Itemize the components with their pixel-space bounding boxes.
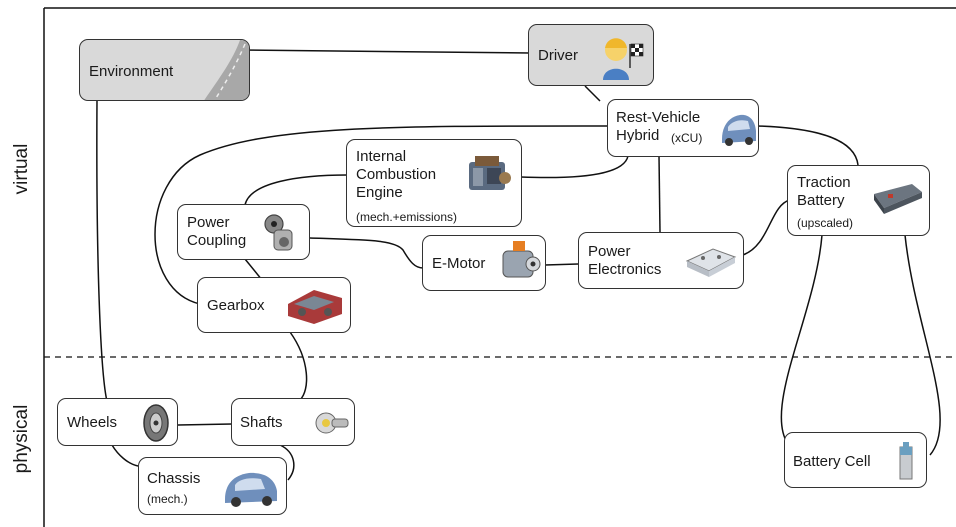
node-title: E-Motor [432, 255, 486, 272]
node-title: Rest-Vehicle Hybrid [616, 109, 701, 144]
e-motor-icon [502, 241, 541, 278]
edge-environment-driver [239, 49, 531, 54]
inverter-icon [685, 248, 737, 277]
edge-driver-restvehicle [584, 85, 601, 102]
node-title: Gearbox [207, 297, 265, 314]
node-power-electronics[interactable]: Power Electronics [578, 232, 744, 289]
node-title: Wheels [67, 414, 118, 431]
edge-emotor-powerelectronics [544, 263, 579, 266]
node-title: Traction Battery [797, 174, 851, 209]
node-chassis[interactable]: Chassis (mech.) [138, 457, 287, 515]
node-title: Driver [538, 47, 578, 64]
node-title: Environment [89, 63, 174, 80]
node-gearbox[interactable]: Gearbox [197, 277, 351, 333]
edge-gearbox-shafts [289, 331, 308, 401]
node-driver[interactable]: Driver [528, 24, 654, 86]
driver-flag-icon [603, 38, 644, 80]
node-subtitle: (mech.+emissions) [356, 210, 458, 224]
physical-label: physical [11, 404, 32, 474]
node-battery-cell[interactable]: Battery Cell [784, 432, 927, 488]
wheel-icon [143, 404, 169, 442]
node-title: Power Electronics [588, 243, 662, 278]
edge-ice-restvehicle [520, 155, 629, 179]
node-shafts[interactable]: Shafts [231, 398, 355, 446]
edge-battery-cell-right [904, 234, 941, 456]
node-title: Chassis [147, 470, 201, 487]
edge-restvehicle-battery [757, 125, 859, 166]
gearbox-icon [288, 290, 342, 324]
coupling-icon [264, 214, 293, 251]
engine-icon [469, 156, 511, 190]
edge-wheels-chassis [111, 444, 139, 467]
battery-cell-icon [899, 442, 913, 480]
node-wheels[interactable]: Wheels [57, 398, 178, 446]
virtual-label: virtual [11, 143, 32, 195]
edge-battery-cell-left [780, 234, 823, 453]
node-power-coupling[interactable]: Power Coupling [177, 204, 310, 260]
node-e-motor[interactable]: E-Motor [422, 235, 546, 291]
battery-pack-icon [874, 184, 922, 214]
connections [96, 49, 941, 481]
edge-shafts-chassis [279, 444, 295, 481]
car-chassis-icon [225, 472, 277, 507]
node-subtitle: (mech.) [147, 492, 188, 506]
car-icon [722, 114, 756, 146]
shaft-icon [315, 412, 349, 434]
node-subtitle: (upscaled) [797, 216, 854, 230]
node-title: Shafts [240, 414, 283, 431]
edge-environment-wheels [96, 99, 109, 406]
node-subtitle: (xCU) [671, 131, 703, 145]
node-environment[interactable]: Environment [79, 39, 250, 101]
edge-wheels-shafts [177, 423, 233, 426]
edge-powerelectronics-battery [742, 199, 791, 256]
node-title: Internal Combustion Engine [356, 148, 437, 201]
node-title: Battery Cell [793, 453, 871, 470]
edge-restvehicle-powerelectronics [658, 155, 661, 233]
road-icon [204, 40, 249, 100]
node-traction-battery[interactable]: Traction Battery (upscaled) [787, 165, 930, 236]
node-title: Power Coupling [187, 214, 247, 249]
node-rest-vehicle[interactable]: Rest-Vehicle Hybrid (xCU) [607, 99, 759, 157]
node-ice[interactable]: Internal Combustion Engine (mech.+emissi… [346, 139, 522, 227]
edge-ice-powercoupling [244, 174, 348, 206]
edge-restvehicle-gearbox [154, 125, 609, 305]
edge-powercoupling-gearbox [244, 258, 263, 281]
edge-powercoupling-emotor [309, 237, 424, 269]
